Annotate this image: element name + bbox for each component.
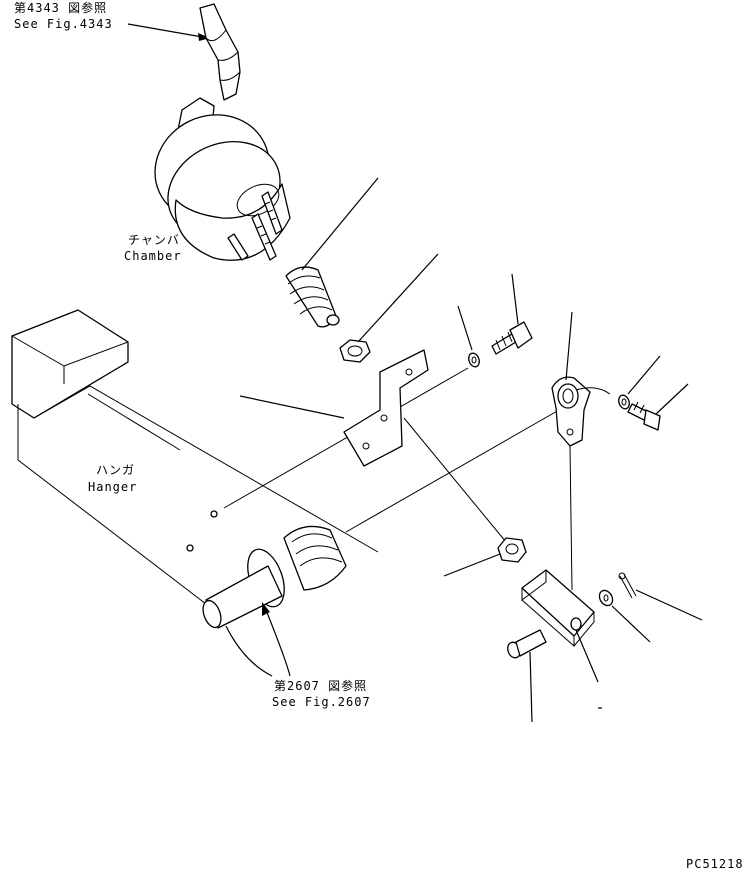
- washer3-leader: [611, 605, 651, 643]
- lever-leader: [565, 311, 573, 381]
- bolt2-leader: [655, 383, 689, 415]
- chamber-en-label: Chamber: [124, 249, 182, 263]
- cotter-leader: [635, 589, 703, 621]
- bracket-leader: [239, 395, 345, 419]
- hose-elbow: [199, 3, 241, 101]
- chamber: [154, 97, 291, 261]
- clevis-block: [521, 569, 595, 648]
- rubber-boot: [285, 266, 340, 328]
- fig4343-en-label: See Fig.4343: [14, 17, 113, 31]
- chamber-jp-label: チャンバ: [128, 233, 180, 247]
- fig2607-arrowhead: [262, 602, 270, 616]
- washer-3: [598, 589, 614, 607]
- bracket: [343, 349, 429, 467]
- clevis-leader: [575, 629, 599, 683]
- fig4343-leader: [127, 23, 209, 39]
- bracket-bolt-centerline: [403, 417, 507, 543]
- clevis-pin: [507, 629, 547, 659]
- bracket-centerline: [223, 367, 469, 509]
- hanger-jp-label: ハンガ: [96, 463, 135, 477]
- pin-leader: [529, 651, 533, 723]
- lever-centerline: [569, 445, 573, 591]
- hex-nut-2: [497, 537, 527, 563]
- pedal-shaft: [202, 525, 347, 629]
- hanger-en-label: Hanger: [88, 480, 137, 494]
- fig4343-arrowhead: [198, 33, 210, 41]
- nut1-leader: [357, 253, 439, 343]
- fig2607-en-label: See Fig.2607: [272, 695, 371, 709]
- washer1-leader: [457, 305, 473, 351]
- bolt-2: [627, 401, 661, 431]
- stud-3: [227, 233, 249, 261]
- hanger: [11, 309, 379, 605]
- cotter-pin: [618, 572, 637, 599]
- stud-2: [251, 213, 277, 261]
- washer2-leader: [627, 355, 661, 395]
- stud-1: [261, 191, 283, 235]
- washer-1: [468, 352, 480, 368]
- bolt1-leader: [511, 273, 519, 325]
- boot-leader: [301, 177, 379, 271]
- fig2607-leader-b: [225, 625, 273, 677]
- washer-2: [618, 394, 630, 410]
- nut2-leader: [443, 553, 501, 577]
- drawing-code: PC51218: [686, 857, 744, 871]
- fig4343-jp-label: 第4343 図参照: [14, 0, 107, 15]
- fig2607-leader-a: [265, 609, 291, 677]
- hex-nut-1: [339, 339, 371, 363]
- shaft-centerline: [345, 405, 567, 533]
- bolt-1: [491, 321, 533, 355]
- fig2607-jp-label: 第2607 図参照: [274, 678, 367, 693]
- lever: [551, 376, 611, 447]
